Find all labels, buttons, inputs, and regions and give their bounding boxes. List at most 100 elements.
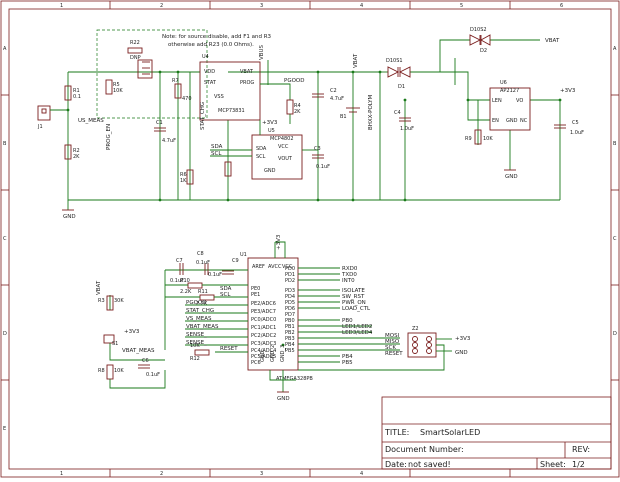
u4-pin-vbat: VBAT bbox=[240, 69, 254, 75]
u1-right-pins: PD0PD1PD2PD3PD4PD5PD6PD7PB0PB1PB2PB3PB4P… bbox=[285, 266, 295, 354]
d2-label: D2 bbox=[480, 48, 487, 54]
u4-pin-prog: PROG bbox=[240, 80, 254, 86]
u6-pin-len: LEN bbox=[492, 98, 502, 104]
net-mosi: MOSI bbox=[385, 333, 400, 339]
c1-value: 4.7uF bbox=[162, 138, 176, 144]
d1-label: D1 bbox=[398, 84, 405, 90]
battery-b1: B1 BHXX-POLYM bbox=[340, 95, 374, 130]
r10-label: R10 bbox=[180, 278, 190, 284]
resistor-r2: R2 2K bbox=[64, 144, 80, 160]
u1-pin-gnd2: GND_2 bbox=[270, 345, 276, 362]
r22-value: DNP bbox=[130, 55, 141, 61]
u1-left-pin-label: PC3/ADC3 bbox=[251, 341, 276, 347]
c5-value: 1.0uF bbox=[570, 130, 584, 136]
net-sense-2: SENSE_ bbox=[186, 340, 207, 346]
c9-value: 0.1uF bbox=[208, 272, 222, 278]
resistor-r12: 10K R12 bbox=[190, 343, 210, 362]
resistor-r6: R6 1K bbox=[180, 169, 194, 185]
capacitor-c7: C7 0.1uF bbox=[170, 258, 184, 284]
u5-pin-scl: SCL bbox=[256, 154, 266, 160]
u1-left-pin-label: PE3/ADC7 bbox=[251, 309, 276, 315]
net-pgood-u1: PGOOD bbox=[186, 300, 206, 306]
row-label: D bbox=[3, 331, 7, 337]
u6-ref: U6 bbox=[500, 80, 507, 86]
c7-label: C7 bbox=[176, 258, 183, 264]
net-pb6: PB4 bbox=[342, 354, 353, 360]
net-led2: LED3/LED4 bbox=[342, 330, 373, 336]
net-vbat-div: VBAT bbox=[96, 280, 102, 295]
u1-right-pin-label: PB4 bbox=[285, 342, 295, 348]
net-vbus: VBUS bbox=[259, 44, 265, 60]
u6-pin-vo: VO bbox=[516, 98, 523, 104]
u1-right-pin-label: PB1 bbox=[285, 324, 295, 330]
row-label: C bbox=[613, 236, 617, 242]
u4-chip: MCP73831 bbox=[218, 108, 245, 114]
net-vbat-meas: VBAT_MEAS bbox=[186, 324, 219, 330]
note-line-1: Note: for source disable, add F1 and R3 bbox=[162, 34, 272, 40]
s1-label: S1 bbox=[112, 341, 118, 347]
rev-label: REV: bbox=[572, 445, 590, 454]
c2-label: C2 bbox=[330, 88, 337, 94]
inner-frame bbox=[8, 8, 612, 470]
u6-chip: AP2127 bbox=[500, 88, 519, 94]
u5-pin-gnd: GND bbox=[264, 168, 276, 174]
u6-pin-gnd: GND bbox=[506, 118, 518, 124]
frame-row-labels: A B C D E A B C D bbox=[3, 46, 617, 432]
net-reset-u1: RESET bbox=[220, 346, 238, 352]
u1-left-pin-label: PC5/ADC5 bbox=[251, 354, 276, 360]
net-vbat-adc: VBAT_MEAS bbox=[122, 348, 155, 354]
net-pwr-on: PWR_ON bbox=[342, 300, 366, 306]
resistor-r8: R8 10K bbox=[98, 364, 124, 380]
row-label: A bbox=[3, 46, 7, 52]
net-isolate: ISOLATE bbox=[342, 288, 365, 294]
j1-label: J1 bbox=[37, 124, 43, 130]
resistor-r9: R9 10K bbox=[465, 129, 493, 145]
c5-label: C5 bbox=[572, 120, 579, 126]
capacitor-c5: C5 1.0uF bbox=[554, 120, 584, 136]
r5-value: 10K bbox=[113, 88, 123, 94]
r1-value: 0.1 bbox=[73, 94, 81, 100]
sheet-label: Sheet: bbox=[540, 460, 566, 469]
title-block: TITLE: SmartSolarLED Document Number: RE… bbox=[381, 396, 612, 470]
r3-label: R3 bbox=[98, 298, 105, 304]
net-int0: INT0 bbox=[342, 278, 355, 284]
diode-d1: D10S1 D1 bbox=[386, 58, 411, 90]
u4-ref: U4 bbox=[202, 54, 209, 60]
net-us-meas: US_MEAS bbox=[78, 118, 104, 124]
r12-label: R12 bbox=[190, 356, 200, 362]
resistor-r-chg bbox=[224, 161, 232, 177]
row-label: C bbox=[3, 236, 7, 242]
u5-ref: U5 bbox=[268, 128, 275, 134]
c9-label: C9 bbox=[232, 258, 239, 264]
u1-right-pin-label: PD6 bbox=[285, 306, 295, 312]
u1-left-pin-label: PC0/ADC0 bbox=[251, 317, 276, 323]
mosfet-q1 bbox=[137, 59, 153, 79]
u1-chip: ATMEGA328PB bbox=[276, 376, 313, 382]
c8-value: 0.1uF bbox=[196, 260, 210, 266]
capacitor-c4: C4 1.0uF bbox=[394, 110, 414, 132]
r1-label: R1 bbox=[73, 88, 80, 94]
ground-symbol-1: GND bbox=[62, 200, 76, 220]
u1-right-pin-label: PD1 bbox=[285, 272, 295, 278]
frame-column-labels: 1 2 3 4 5 6 1 2 3 4 bbox=[60, 3, 563, 477]
r6-value: 1K bbox=[180, 178, 187, 184]
r4-value: 2K bbox=[294, 109, 301, 115]
col-label: 1 bbox=[60, 471, 63, 477]
junction-dots bbox=[66, 70, 562, 347]
u1-left-pin-label: PE1 bbox=[251, 292, 260, 298]
u4-pin-stat: STAT bbox=[204, 80, 217, 86]
capacitor-c6: C6 0.1uF bbox=[138, 358, 160, 378]
u1-right-pin-label: PD4 bbox=[285, 294, 295, 300]
u6-pin-en: EN bbox=[492, 118, 499, 124]
r7-label: R7 bbox=[172, 78, 179, 84]
c7-value: 0.1uF bbox=[170, 278, 184, 284]
date-label: Date: bbox=[385, 460, 407, 469]
net-gnd-isp: GND bbox=[455, 350, 468, 356]
net-vs-meas: VS_MEAS bbox=[186, 316, 212, 322]
u5-pin-vcc: VCC bbox=[278, 144, 289, 150]
date-value: not saved! bbox=[408, 460, 451, 469]
col-label: 1 bbox=[60, 3, 63, 9]
ic-u5: U5 MCP4802 SDA SCL VCC VOUT GND bbox=[251, 128, 303, 180]
connector-j1: J1 bbox=[37, 105, 68, 130]
